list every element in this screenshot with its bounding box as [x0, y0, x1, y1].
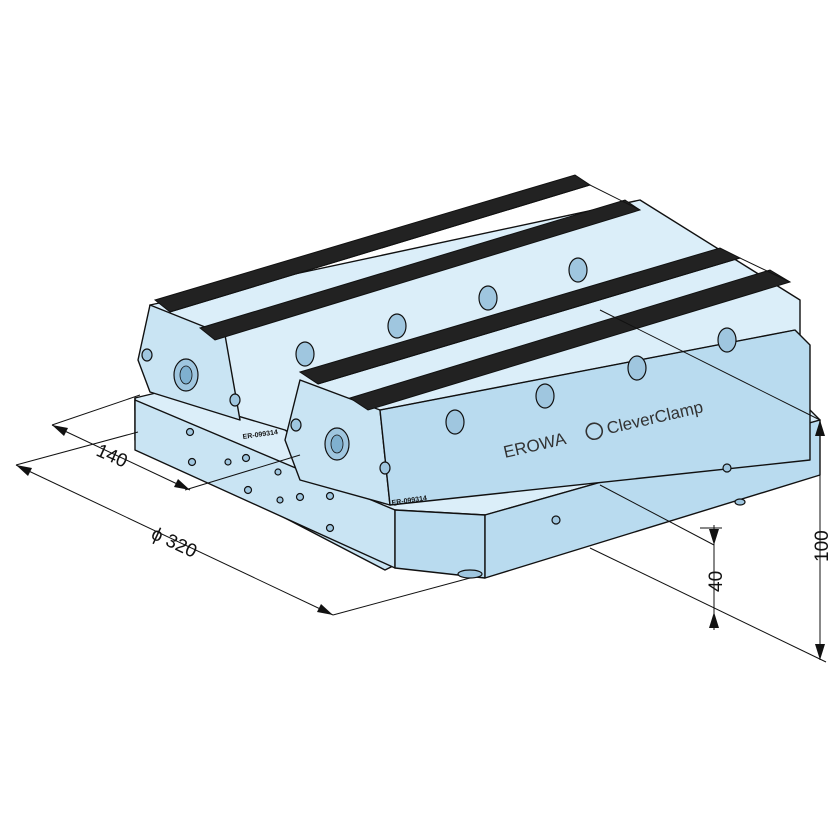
hole	[717, 327, 737, 353]
ext-guide	[599, 484, 715, 546]
arrow	[174, 479, 190, 490]
hole	[478, 285, 498, 311]
hole	[387, 313, 407, 339]
threaded-hole-inner	[179, 365, 193, 385]
hole	[295, 492, 305, 502]
ext-320-a	[15, 431, 139, 466]
body-holes	[141, 257, 737, 533]
dim-320-line	[15, 464, 334, 616]
arrow	[52, 425, 68, 436]
hole	[551, 515, 561, 525]
arrow	[317, 604, 333, 615]
arrow	[709, 529, 719, 545]
dim-320-label: ϕ 320	[148, 523, 200, 562]
hole	[627, 355, 647, 381]
ext-100-b	[589, 547, 827, 663]
hole	[276, 496, 284, 504]
ext-guide	[599, 309, 821, 421]
ext-140-a	[51, 394, 141, 426]
hole	[185, 427, 195, 437]
serial-label-front: ER-099314	[391, 495, 427, 507]
ext-320-b	[332, 577, 471, 616]
hole	[445, 409, 465, 435]
hole	[535, 383, 555, 409]
hole	[274, 468, 282, 476]
base-foot	[457, 569, 483, 579]
base-pin	[734, 498, 746, 506]
dim-140-label: 140	[93, 440, 131, 472]
hole	[241, 453, 251, 463]
hole	[224, 458, 232, 466]
jaw-rails	[153, 174, 792, 411]
hole	[325, 523, 335, 533]
dim-40-label: 40	[706, 571, 727, 592]
hole	[229, 393, 241, 407]
arrow	[16, 465, 32, 476]
hole	[141, 348, 153, 362]
arrow	[815, 644, 825, 660]
hole	[187, 457, 197, 467]
dim-140-line	[51, 424, 191, 491]
dimension-lines	[15, 309, 827, 663]
rail-ridge-1	[169, 184, 641, 313]
hole	[243, 485, 253, 495]
dim-100-label: 100	[812, 530, 833, 562]
ext-140-b	[184, 454, 301, 491]
hole	[295, 341, 315, 367]
hole	[568, 257, 588, 283]
arrow	[815, 420, 825, 436]
rail-ridge-2	[317, 257, 791, 385]
hole	[290, 418, 302, 432]
hole	[325, 491, 335, 501]
threaded-hole-inner	[330, 434, 344, 454]
brand-emblem	[585, 422, 604, 441]
hole	[379, 461, 391, 475]
hole	[722, 463, 732, 473]
arrow	[709, 612, 719, 628]
serial-label-left: ER-099314	[242, 429, 278, 441]
base-chamfer	[394, 509, 486, 579]
